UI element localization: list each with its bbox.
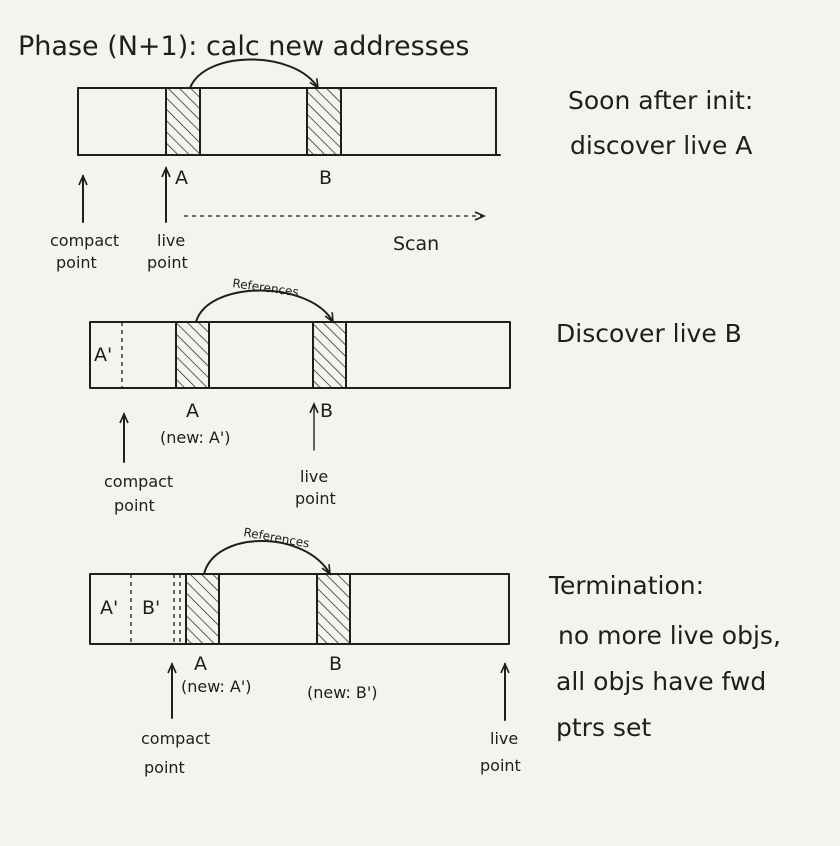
compact-point-label-line2: point	[114, 496, 155, 515]
label-object-a: A	[194, 653, 207, 675]
panel-discover-live-b: References A' A (new: A') B compact poin…	[89, 276, 742, 515]
label-object-b: B	[319, 167, 332, 189]
label-object-a: A	[186, 400, 199, 422]
compact-point-label-line2: point	[144, 758, 185, 777]
label-object-b: B	[320, 400, 333, 422]
object-a-block	[185, 573, 220, 645]
compact-point-label-line1: compact	[104, 472, 173, 491]
heap-bar	[89, 573, 510, 645]
live-point-label-line1: live	[300, 467, 328, 486]
panel-soon-after-init: A B compact point live point Scan Soon a…	[50, 58, 753, 272]
panel3-note-line1: Termination:	[548, 571, 704, 600]
compact-point-label-line1: compact	[141, 729, 210, 748]
diagram-title: Phase (N+1): calc new addresses	[18, 31, 469, 62]
label-object-a: A	[175, 167, 188, 189]
label-b-prime: B'	[142, 597, 160, 619]
label-a-prime: A'	[94, 344, 112, 366]
label-object-a-new: (new: A')	[181, 677, 252, 696]
panel3-note-line4: ptrs set	[556, 713, 651, 742]
reference-label: References	[232, 276, 300, 299]
live-point-label-line2: point	[295, 489, 336, 508]
object-a-block	[175, 321, 210, 389]
panel3-note-line3: all objs have fwd	[556, 667, 766, 696]
panel2-note: Discover live B	[556, 319, 742, 348]
heap-bar	[89, 321, 511, 389]
live-point-label-line2: point	[480, 756, 521, 775]
scan-label: Scan	[393, 233, 439, 255]
label-a-prime: A'	[100, 597, 118, 619]
label-object-b: B	[329, 653, 342, 675]
label-object-b-new: (new: B')	[307, 683, 378, 702]
object-b-block	[312, 321, 347, 389]
object-a-block	[165, 87, 201, 156]
object-b-block	[316, 573, 351, 645]
panel1-note-line2: discover live A	[570, 131, 752, 160]
reference-arrow	[189, 58, 320, 90]
panel-termination: References A' B' A (new: A') B (new: B')…	[89, 525, 781, 777]
live-point-label-line1: live	[157, 231, 185, 250]
compact-point-label-line1: compact	[50, 231, 119, 250]
live-point-label-line2: point	[147, 253, 188, 272]
label-object-a-new: (new: A')	[160, 428, 231, 447]
reference-label: References	[242, 525, 310, 550]
live-point-label-line1: live	[490, 729, 518, 748]
panel3-note-line2: no more live objs,	[558, 621, 781, 650]
panel1-note-line1: Soon after init:	[568, 86, 753, 115]
reference-arrow	[195, 289, 334, 324]
compact-point-label-line2: point	[56, 253, 97, 272]
object-b-block	[306, 87, 342, 156]
reference-arrow	[203, 540, 331, 576]
